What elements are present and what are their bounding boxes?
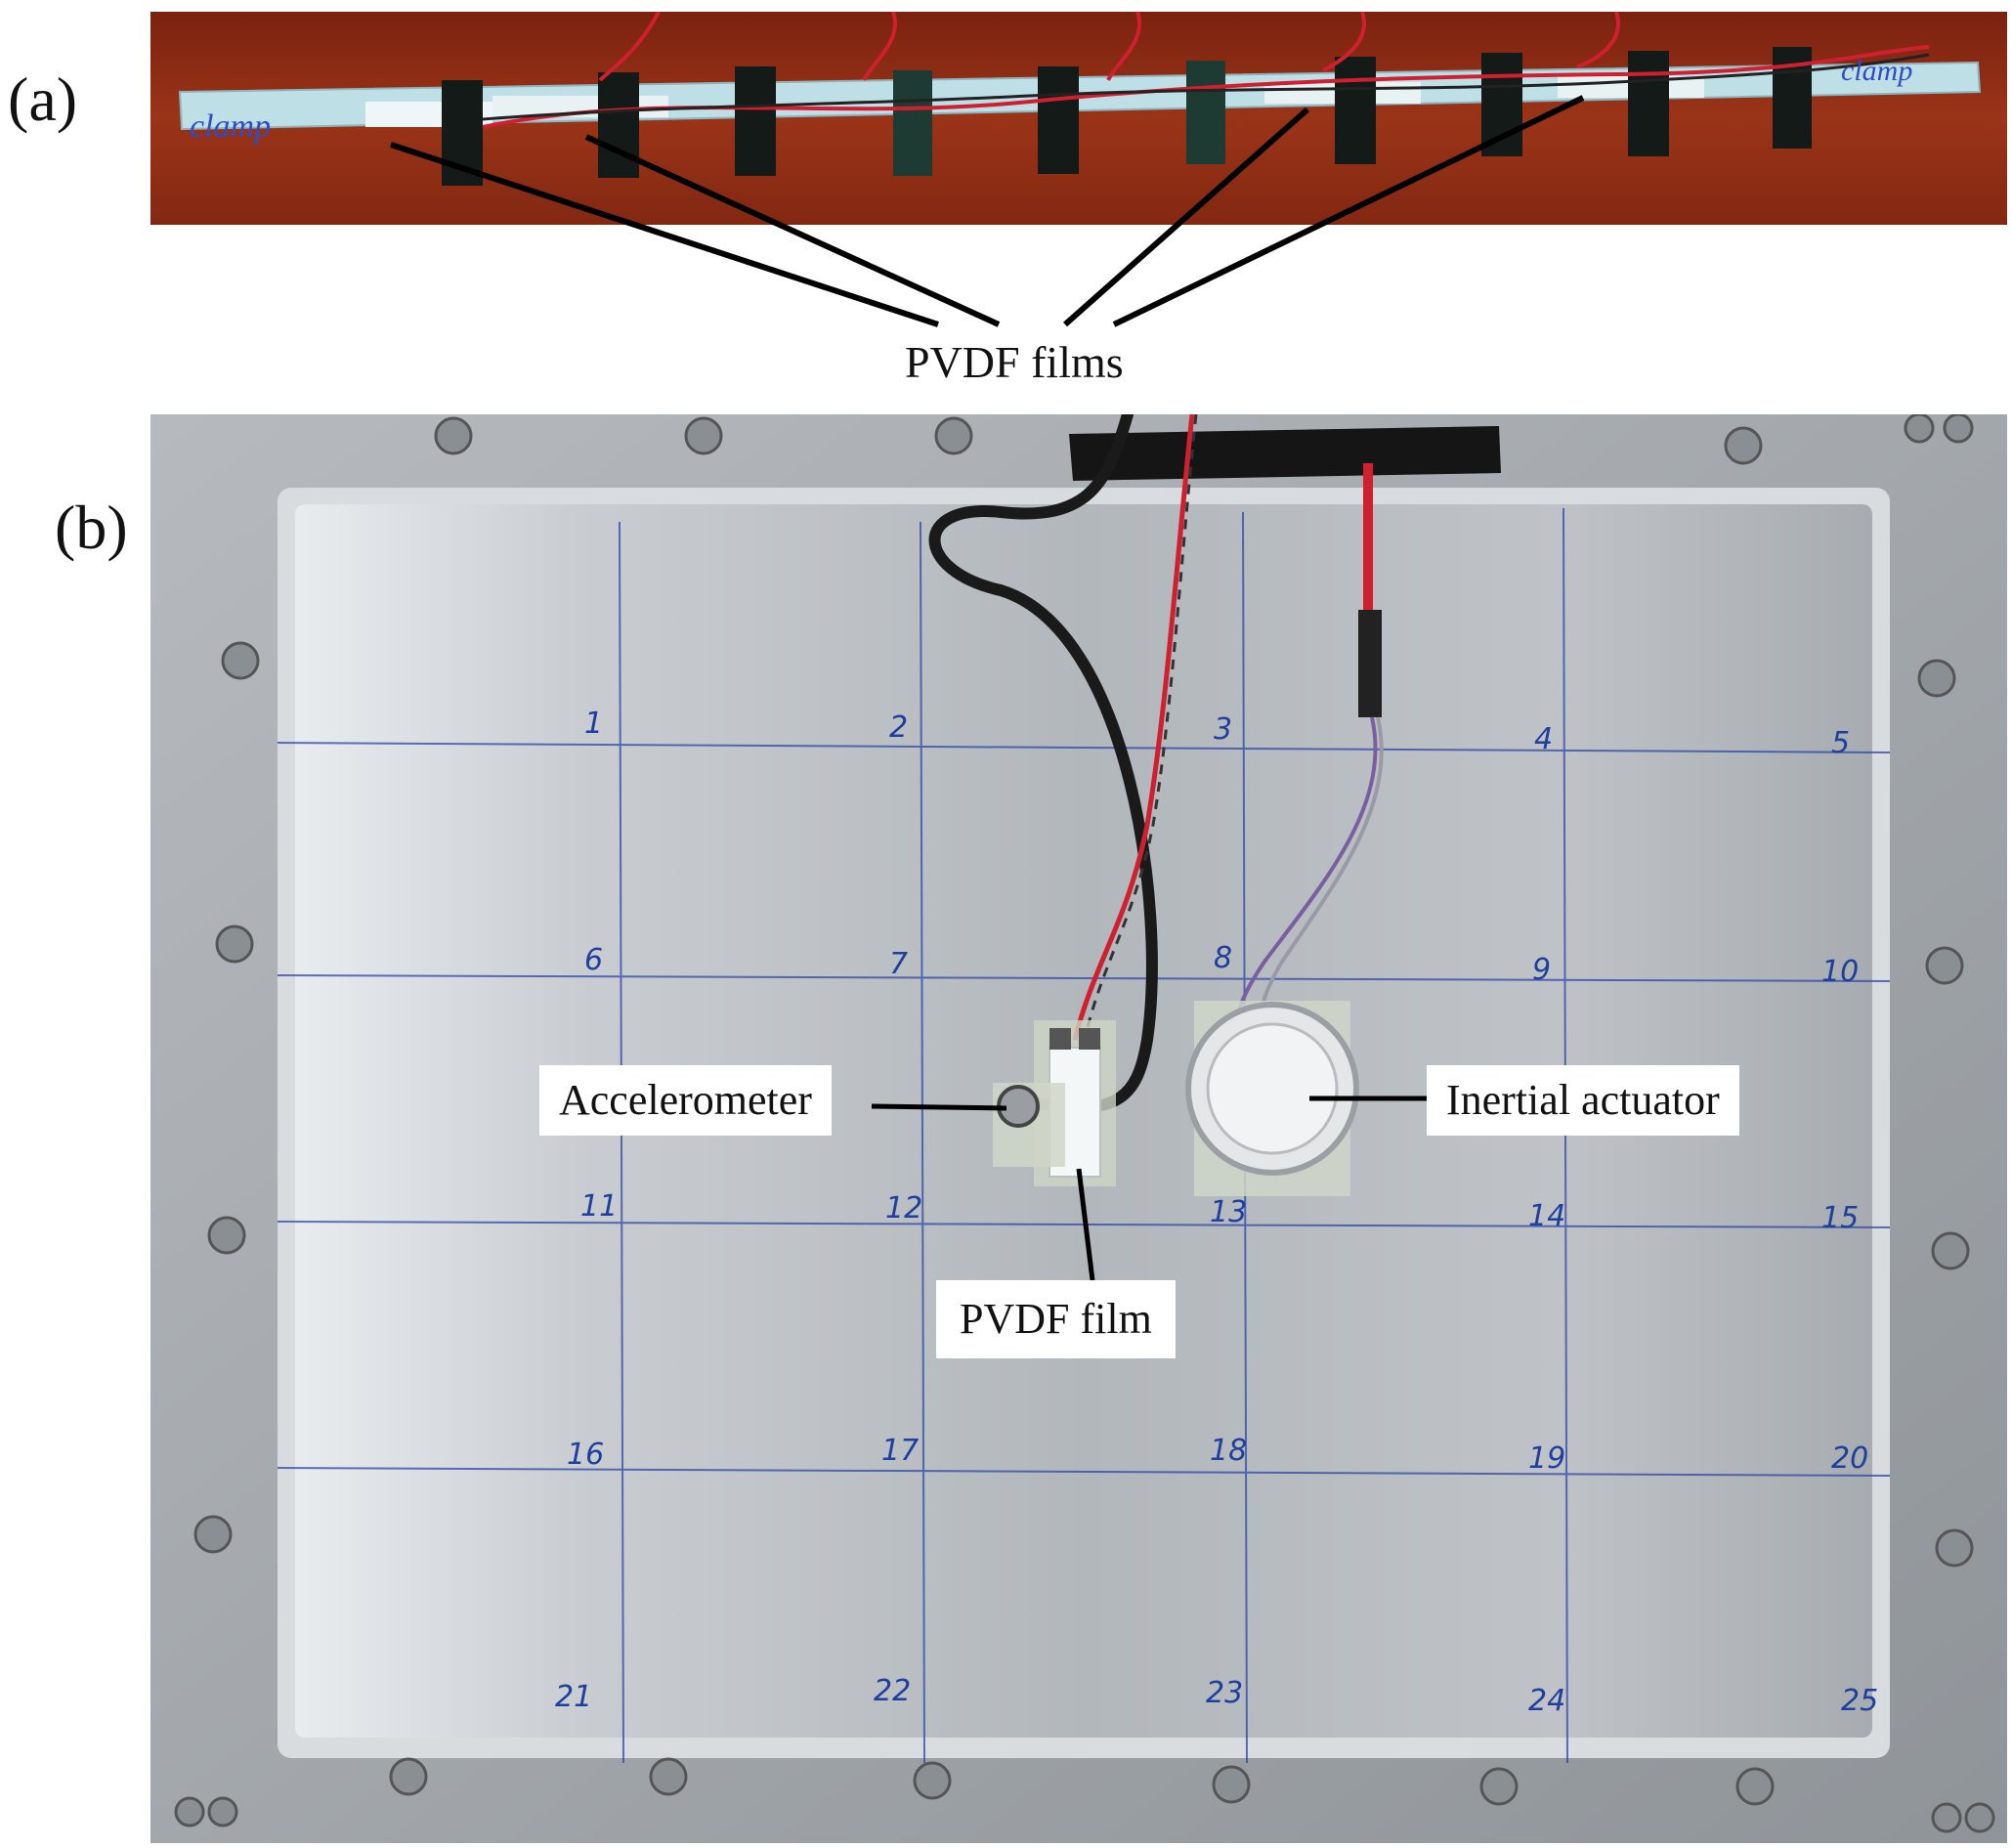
grid-number: 22: [874, 1674, 911, 1708]
tape: [1038, 66, 1079, 174]
panel-b-label: (b): [55, 493, 128, 562]
grid-numbers: 1 2 3 4 5 6 7 8 9 10 11 12 13 14 15 16 1…: [555, 707, 1878, 1718]
wire-black: [482, 53, 1930, 121]
grid-number: 18: [1210, 1434, 1247, 1468]
wire-red: [862, 12, 897, 81]
grid-number: 25: [1841, 1684, 1878, 1718]
grid-number: 20: [1831, 1441, 1868, 1476]
cable-tape: [1069, 426, 1501, 481]
bolt: [215, 924, 254, 964]
pvdf-wire-red: [1072, 414, 1195, 1041]
bolt: [193, 1515, 233, 1554]
wire-red: [1576, 12, 1620, 68]
pvdf-terminal: [1049, 1028, 1071, 1050]
wire-red: [1106, 12, 1141, 81]
grid-line: [619, 521, 624, 1764]
grid-number: 17: [881, 1434, 919, 1468]
grid-line: [277, 974, 1891, 982]
grid-number: 10: [1821, 955, 1859, 989]
bolt: [1212, 1765, 1251, 1804]
plate-photo: 1 2 3 4 5 6 7 8 9 10 11 12 13 14 15 16 1…: [150, 414, 2007, 1843]
pointer-line: [1112, 95, 1585, 327]
grid-number: 24: [1528, 1684, 1565, 1718]
tape: [735, 66, 776, 176]
grid-number: 14: [1528, 1199, 1565, 1233]
bolt: [1724, 426, 1763, 465]
pvdf-film-callout: PVDF film: [936, 1280, 1176, 1358]
bolt: [207, 1796, 238, 1827]
accelerometer: [997, 1085, 1040, 1128]
plate-photo-drawing: 1 2 3 4 5 6 7 8 9 10 11 12 13 14 15 16 1…: [150, 414, 2007, 1843]
grid-number: 6: [584, 943, 603, 977]
grid-number: 4: [1534, 722, 1553, 756]
tape: [1628, 51, 1669, 156]
grid-number: 15: [1821, 1201, 1859, 1235]
pvdf-terminal: [1079, 1028, 1100, 1050]
grid-line: [277, 742, 1891, 753]
bolt: [1931, 1231, 1970, 1270]
pvdf-pointer-lines: [390, 95, 1585, 327]
bolt: [1735, 1767, 1775, 1806]
grid-number: 2: [889, 710, 908, 745]
grid-number: 16: [567, 1438, 604, 1472]
grid-number: 8: [1214, 941, 1232, 975]
bolt: [221, 641, 260, 680]
bolt: [434, 416, 473, 455]
tape: [893, 70, 932, 176]
bolt: [389, 1757, 428, 1796]
beam-clamp-right-text: clamp: [1841, 55, 1912, 87]
bolt: [934, 416, 973, 455]
pvdf-films-label: PVDF films: [905, 337, 1124, 387]
accelerometer-callout: Accelerometer: [539, 1065, 832, 1136]
bolt: [1917, 659, 1956, 698]
tape: [1335, 57, 1376, 164]
bolt: [1479, 1767, 1519, 1806]
bolt: [1931, 1802, 1962, 1833]
bolt: [913, 1761, 952, 1800]
grid-line: [277, 1467, 1891, 1477]
grid-number: 9: [1532, 953, 1551, 987]
grid-number: 1: [584, 707, 603, 741]
bolt: [649, 1757, 688, 1796]
grid-number: 5: [1831, 726, 1850, 760]
beam-photo: clamp clamp: [150, 12, 2007, 225]
bolt: [1964, 1802, 1995, 1833]
pointer-line: [584, 134, 1001, 327]
grid-number: 11: [580, 1189, 618, 1224]
panel-a-label: (a): [8, 64, 78, 134]
pointer-line: [390, 142, 939, 327]
pointer-line: [1063, 107, 1309, 327]
grid-line: [1563, 507, 1568, 1764]
inertial-actuator-cap: [1206, 1022, 1339, 1155]
inertial-actuator-callout: Inertial actuator: [1427, 1065, 1739, 1136]
tape: [1186, 61, 1225, 164]
grid-lines: [277, 507, 1891, 1764]
grid-number: 7: [889, 947, 908, 981]
bolt: [1904, 414, 1935, 444]
bolt: [207, 1216, 246, 1255]
grid-number: 3: [1214, 712, 1232, 747]
wire-red: [1322, 12, 1366, 72]
bolt: [174, 1796, 205, 1827]
bolts: [174, 414, 1995, 1833]
grid-number: 23: [1206, 1676, 1243, 1710]
beam-clamp-left-text: clamp: [190, 108, 271, 145]
bolt: [1925, 946, 1964, 985]
actuator-connector: [1358, 610, 1382, 717]
accelerometer-cable: [928, 414, 1158, 1114]
grid-number: 21: [555, 1680, 592, 1714]
grid-number: 19: [1528, 1441, 1565, 1476]
bolt: [1935, 1528, 1974, 1568]
bolt: [1943, 414, 1974, 444]
wire-red: [598, 12, 661, 82]
grid-line: [920, 521, 925, 1764]
grid-number: 12: [885, 1191, 922, 1225]
bolt: [684, 416, 723, 455]
beam-photo-drawing: clamp clamp: [150, 12, 2007, 225]
grid-number: 13: [1210, 1195, 1247, 1229]
